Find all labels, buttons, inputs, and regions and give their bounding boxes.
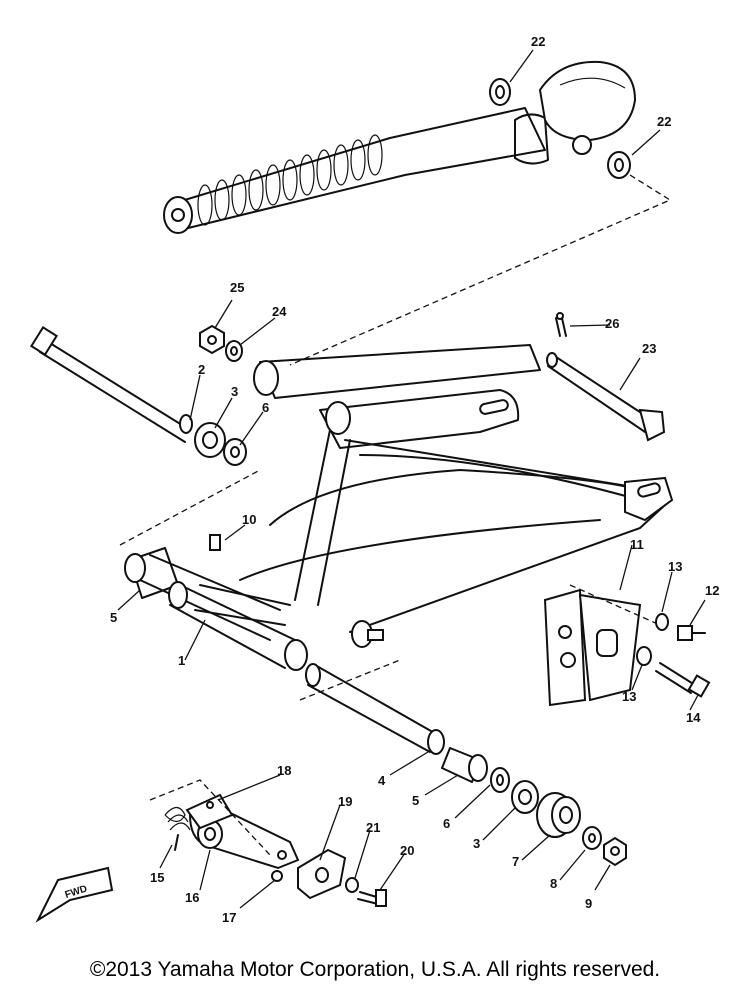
label-26: 26 — [605, 316, 619, 331]
bearing[interactable] — [194, 422, 226, 458]
roller-bolt[interactable] — [357, 889, 387, 907]
label-8: 8 — [550, 876, 557, 891]
label-7: 7 — [512, 854, 519, 869]
shock-mount-line — [289, 174, 672, 366]
rear-arm-shaft[interactable] — [546, 352, 666, 442]
rear-shock-absorber[interactable] — [163, 60, 637, 234]
label-1: 1 — [178, 653, 185, 668]
part-labels: 22 22 25 24 26 23 2 3 6 10 11 13 12 5 1 … — [110, 34, 719, 925]
label-4: 4 — [378, 773, 386, 788]
pivot-tube[interactable] — [168, 581, 308, 671]
label-5-left: 5 — [110, 610, 117, 625]
label-18: 18 — [277, 763, 291, 778]
washer-right[interactable] — [582, 826, 602, 850]
label-3-top: 3 — [231, 384, 238, 399]
label-9: 9 — [585, 896, 592, 911]
label-23: 23 — [642, 341, 656, 356]
label-12: 12 — [705, 583, 719, 598]
rear-arm[interactable] — [139, 344, 674, 648]
thrust-washer-right[interactable] — [490, 767, 510, 793]
nut-top[interactable] — [199, 324, 225, 355]
label-15: 15 — [150, 870, 164, 885]
forward-arrow-icon: FWD — [35, 866, 114, 923]
label-19: 19 — [338, 794, 352, 809]
label-3-bottom: 3 — [473, 836, 480, 851]
label-13-lower: 13 — [622, 689, 636, 704]
shock-bushing-bottom[interactable] — [607, 151, 631, 179]
pivot-shaft-long[interactable] — [305, 663, 445, 755]
label-22-bottom: 22 — [657, 114, 671, 129]
pivot-axis-line — [119, 469, 261, 546]
washer-top[interactable] — [225, 340, 243, 362]
copyright-notice: ©2013 Yamaha Motor Corporation, U.S.A. A… — [89, 958, 661, 981]
label-5-right: 5 — [412, 793, 419, 808]
label-24: 24 — [272, 304, 287, 319]
label-17: 17 — [222, 910, 236, 925]
pivot-shaft[interactable] — [30, 326, 193, 443]
label-13-upper: 13 — [668, 559, 682, 574]
label-25: 25 — [230, 280, 244, 295]
cotter-pin[interactable] — [555, 312, 567, 337]
label-22-top: 22 — [531, 34, 545, 49]
chain-guard-plate[interactable] — [543, 584, 661, 707]
label-11: 11 — [630, 537, 644, 552]
spring-pin[interactable] — [271, 870, 283, 882]
label-21: 21 — [366, 820, 380, 835]
thrust-washer[interactable] — [223, 438, 247, 466]
bolt-12[interactable] — [677, 625, 706, 641]
leader-lines — [117, 49, 706, 909]
label-6-bottom: 6 — [443, 816, 450, 831]
label-10: 10 — [242, 512, 256, 527]
washer-13-lower[interactable] — [636, 646, 652, 666]
collar-right[interactable] — [441, 747, 488, 783]
chain-puller-spring[interactable] — [164, 806, 191, 851]
lock-washer[interactable] — [345, 877, 359, 893]
label-16: 16 — [185, 890, 199, 905]
dust-cover[interactable] — [536, 792, 581, 838]
label-20: 20 — [400, 843, 414, 858]
nut-right[interactable] — [603, 836, 627, 867]
label-2: 2 — [198, 362, 205, 377]
chain-roller[interactable] — [297, 848, 347, 900]
bolt-14[interactable] — [655, 662, 711, 698]
shock-bushing-top[interactable] — [489, 78, 511, 106]
washer-13-upper[interactable] — [655, 613, 669, 631]
pivot-axis-line-lower — [299, 659, 401, 701]
label-14: 14 — [686, 710, 701, 725]
bearing-right[interactable] — [511, 780, 539, 814]
label-6-top: 6 — [262, 400, 269, 415]
